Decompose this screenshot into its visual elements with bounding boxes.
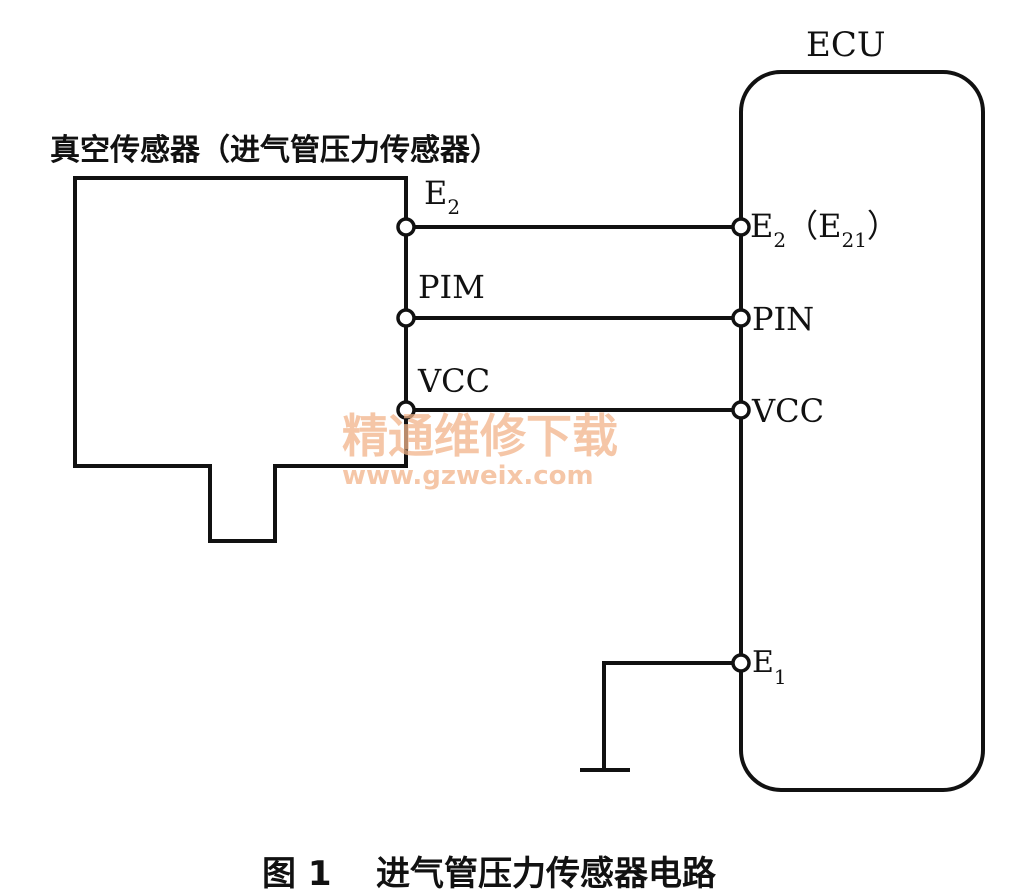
ecu-terminal-vcc (731, 400, 751, 420)
sensor-title: 真空传感器（进气管压力传感器） (50, 133, 500, 168)
sensor-body (73, 176, 408, 543)
ecu-terminal-pin (731, 308, 751, 328)
ecu-label-vcc: VCC (751, 392, 824, 430)
ecu-box (739, 70, 985, 792)
sensor-label-pim: PIM (418, 268, 485, 306)
ecu-label-pin: PIN (752, 300, 814, 338)
sensor-terminal-e2 (396, 217, 416, 237)
watermark-url: www.gzweix.com (342, 461, 594, 491)
watermark-title: 精通维修下载 (342, 409, 618, 463)
sensor-label-e2: E2 (424, 174, 460, 219)
ground-wire (602, 661, 741, 770)
ecu-title: ECU (806, 25, 886, 65)
ecu-label-e2: E2（E21） (750, 207, 899, 252)
ecu-terminal-e2 (731, 217, 751, 237)
figure-caption-text: 进气管压力传感器电路 (376, 854, 717, 894)
ecu-label-e1: E1 (752, 645, 787, 689)
ecu-terminal-e1 (731, 653, 751, 673)
figure-caption-number: 图 1 (262, 854, 332, 894)
sensor-terminal-vcc (396, 400, 416, 420)
sensor-terminal-pim (396, 308, 416, 328)
sensor-label-vcc: VCC (417, 362, 490, 400)
